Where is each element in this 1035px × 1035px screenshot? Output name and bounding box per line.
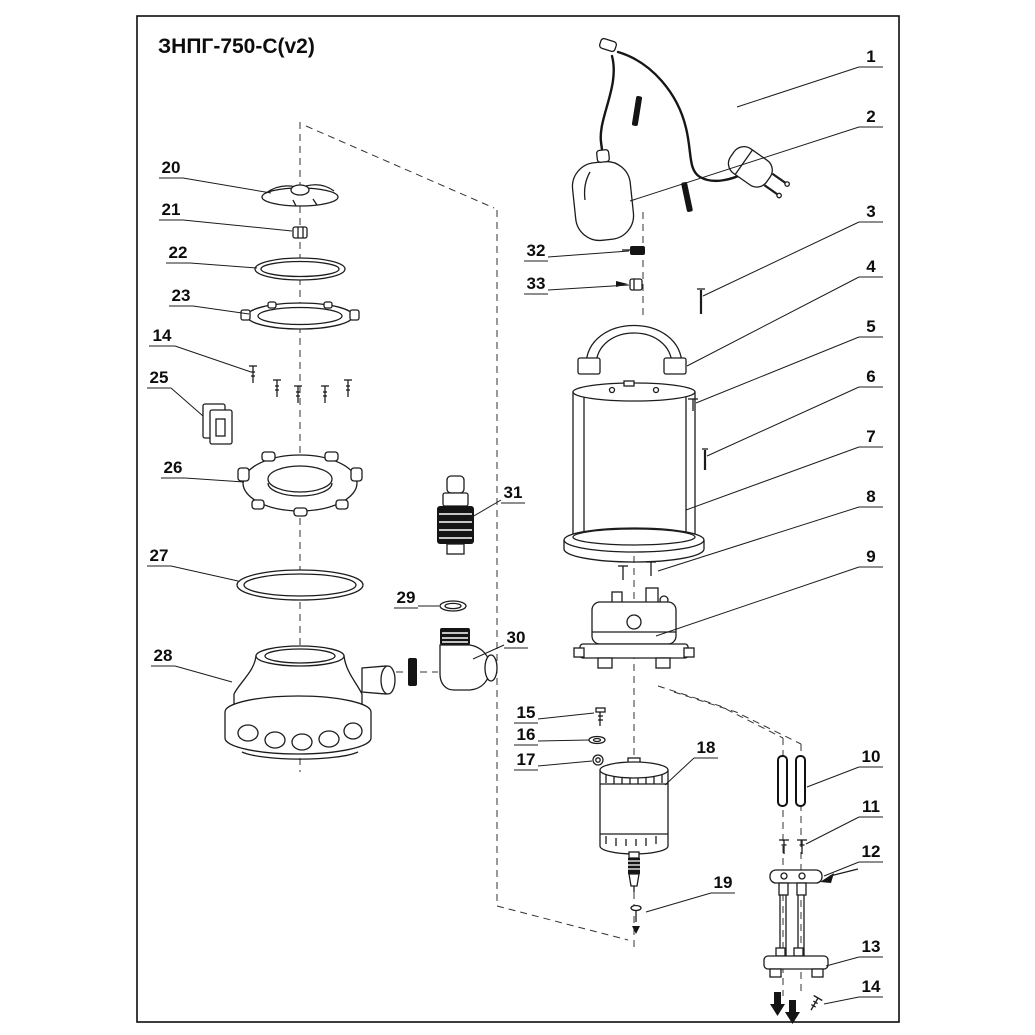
cover-screws-14 xyxy=(249,365,352,403)
callout-27: 27 xyxy=(150,546,169,565)
power-plug xyxy=(727,146,790,199)
callout-15: 15 xyxy=(517,703,536,722)
callout-25: 25 xyxy=(150,368,169,387)
outlet-gasket xyxy=(408,658,417,686)
float-switch xyxy=(571,149,635,242)
shaft-screw-19 xyxy=(630,904,642,934)
callout-1: 1 xyxy=(866,47,875,66)
motor-rotor xyxy=(599,757,669,892)
callout-16: 16 xyxy=(517,725,536,744)
elbow-o-ring xyxy=(439,600,467,612)
fastener-screw-15 xyxy=(595,707,606,726)
callout-29: 29 xyxy=(397,588,416,607)
callout-32: 32 xyxy=(527,241,546,260)
rod-bracket xyxy=(769,868,859,896)
callout-28: 28 xyxy=(154,646,173,665)
callout-8: 8 xyxy=(866,487,875,506)
callouts: 1 2 3 4 5 6 7 8 9 10 11 12 13 14 14 15 1… xyxy=(147,47,883,998)
rod-screws xyxy=(779,839,807,854)
lock-ring xyxy=(237,451,363,517)
nut-17 xyxy=(592,754,604,766)
discharge-elbow xyxy=(439,628,498,691)
callout-7: 7 xyxy=(866,427,875,446)
callout-5: 5 xyxy=(866,317,875,336)
clip-bracket xyxy=(202,403,233,445)
power-cord xyxy=(598,37,747,212)
flow-arrows xyxy=(770,992,800,1024)
pump-cover xyxy=(573,587,695,669)
o-ring-small xyxy=(254,257,346,281)
callout-30: 30 xyxy=(507,628,526,647)
callout-20: 20 xyxy=(162,158,181,177)
callout-23: 23 xyxy=(172,286,191,305)
carry-handle xyxy=(577,325,687,375)
callout-2: 2 xyxy=(866,107,875,126)
diagram-title: ЗНПГ-750-С(v2) xyxy=(158,35,315,58)
housing-pin xyxy=(702,448,708,470)
callout-4: 4 xyxy=(866,257,876,276)
hose-connector xyxy=(437,475,474,555)
cord-end xyxy=(598,37,618,53)
callout-14-left: 14 xyxy=(153,326,172,345)
callout-31: 31 xyxy=(504,483,523,502)
callout-6: 6 xyxy=(866,367,875,386)
pump-base-volute xyxy=(224,645,396,760)
housing-screw xyxy=(688,398,698,411)
o-ring-large xyxy=(236,569,364,601)
washer-16 xyxy=(588,735,606,745)
base-screw xyxy=(810,994,823,1011)
leader-lines xyxy=(170,66,860,1005)
callout-21: 21 xyxy=(162,200,181,219)
diagram-border xyxy=(136,15,900,1023)
callout-33: 33 xyxy=(527,274,546,293)
handle-pin xyxy=(697,288,705,314)
impeller xyxy=(261,184,339,207)
callout-9: 9 xyxy=(866,547,875,566)
seal-plate xyxy=(240,301,360,330)
callout-11: 11 xyxy=(862,797,880,816)
callout-22: 22 xyxy=(169,243,188,262)
impeller-nut xyxy=(292,226,308,239)
cover-screws-8 xyxy=(618,561,656,580)
callout-17: 17 xyxy=(517,750,536,769)
callout-3: 3 xyxy=(866,202,875,221)
pump-housing xyxy=(563,380,705,563)
base-plate xyxy=(763,947,829,978)
lower-rods xyxy=(779,895,805,956)
cable-clamp xyxy=(622,246,645,255)
guide-rods xyxy=(777,755,806,807)
callout-14-bottom: 14 xyxy=(862,977,881,996)
callout-10: 10 xyxy=(862,747,881,766)
callout-26: 26 xyxy=(164,458,183,477)
callout-18: 18 xyxy=(697,738,716,757)
callout-19: 19 xyxy=(714,873,733,892)
callout-12: 12 xyxy=(862,842,881,861)
callout-13: 13 xyxy=(862,937,881,956)
